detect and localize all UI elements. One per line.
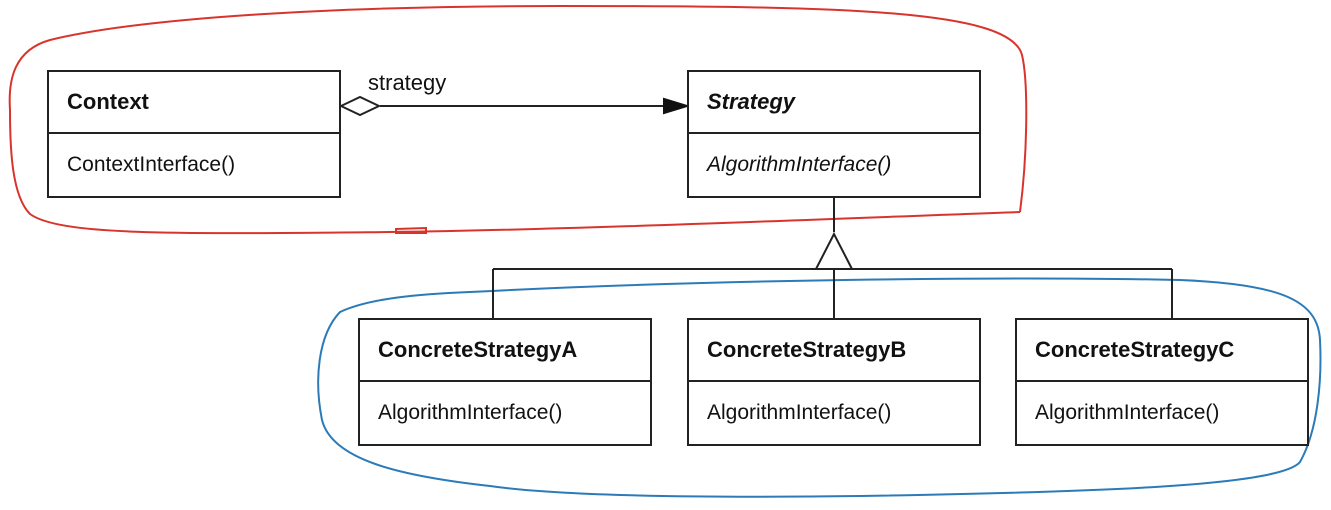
inheritance-triangle xyxy=(814,231,854,270)
association-role-label: strategy xyxy=(368,70,447,95)
context-class: Context ContextInterface() xyxy=(47,70,341,198)
strategy-class: Strategy AlgorithmInterface() xyxy=(687,70,981,198)
context-group-outline xyxy=(8,4,1028,235)
concrete-strategy-a-class: ConcreteStrategyA AlgorithmInterface() xyxy=(358,318,652,446)
concrete-strategy-b-operation: AlgorithmInterface() xyxy=(707,401,892,424)
concrete-strategy-a-name: ConcreteStrategyA xyxy=(360,320,650,382)
concrete-strategy-c-name: ConcreteStrategyC xyxy=(1017,320,1307,382)
strategy-class-operation: AlgorithmInterface() xyxy=(707,153,892,176)
context-class-name: Context xyxy=(49,72,339,134)
concrete-strategy-b-class: ConcreteStrategyB AlgorithmInterface() xyxy=(687,318,981,446)
context-group-outline-mark xyxy=(395,226,427,234)
aggregation-diamond xyxy=(338,95,382,117)
concrete-strategy-b-name: ConcreteStrategyB xyxy=(689,320,979,382)
association-arrowhead xyxy=(663,97,691,115)
strategy-family-outline xyxy=(317,277,1322,498)
context-class-operation: ContextInterface() xyxy=(67,153,236,176)
concrete-strategy-c-operation: AlgorithmInterface() xyxy=(1035,401,1220,424)
strategy-class-name: Strategy xyxy=(689,72,979,134)
concrete-strategy-a-operation: AlgorithmInterface() xyxy=(378,401,563,424)
concrete-strategy-c-class: ConcreteStrategyC AlgorithmInterface() xyxy=(1015,318,1309,446)
